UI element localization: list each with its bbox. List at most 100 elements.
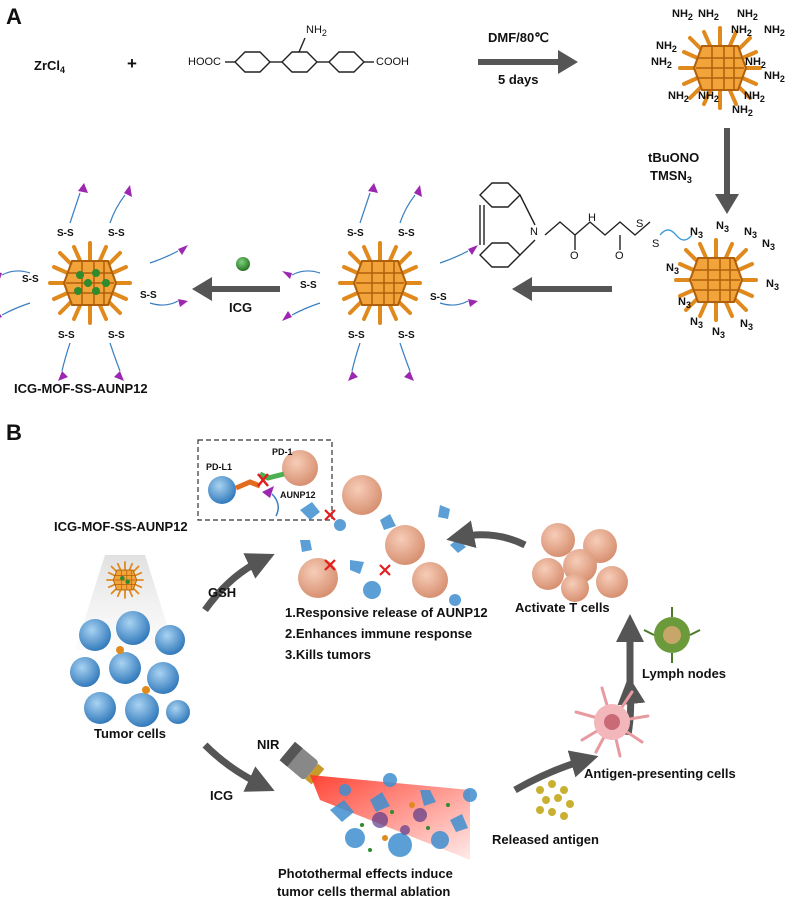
nh2-label: NH2 [651, 56, 672, 70]
nh2-label: NH2 [668, 90, 689, 104]
icg-loading-label: ICG [229, 300, 253, 315]
reaction-arrow-synthesis [478, 50, 578, 74]
photothermal-line-1: Photothermal effects induce [278, 866, 453, 881]
pd-1-receptor [258, 471, 285, 481]
icg-bead-icon [236, 257, 250, 271]
tumor-cells-cluster [70, 611, 190, 727]
disulfide-label: S-S [58, 330, 75, 341]
azidation-reagent-2: TMSN3 [650, 168, 692, 185]
disulfide-label: S-S [348, 330, 365, 341]
n3-label: N3 [740, 318, 753, 332]
azidation-reagent-1: tBuONO [648, 150, 700, 165]
disulfide-label: S-S [108, 330, 125, 341]
effect-1-text: 1.Responsive release of AUNP12 [285, 605, 488, 620]
t-cell-action-arrow [446, 520, 527, 549]
n3-label: N3 [762, 238, 775, 252]
effect-2-text: 2.Enhances immune response [285, 626, 473, 641]
synthesis-condition-solvent: DMF/80℃ [488, 30, 549, 45]
n3-label: N3 [690, 226, 703, 240]
product-label: ICG-MOF-SS-AUNP12 [14, 381, 148, 396]
lymph-nodes-label: Lymph nodes [642, 666, 727, 681]
dbco-o-atom-2: O [615, 250, 624, 262]
n3-label: N3 [712, 326, 725, 340]
n3-label: N3 [766, 278, 779, 292]
nanoparticle-icon [106, 561, 144, 599]
linker-cooh-label: COOH [376, 56, 409, 68]
dbco-s-atom-1: S [636, 218, 644, 230]
pd-1-label: PD-1 [272, 447, 293, 457]
tumor-cells-label: Tumor cells [94, 726, 167, 741]
reaction-arrow-click [512, 277, 612, 301]
pd-l1-label: PD-L1 [206, 462, 233, 472]
activate-t-cells-label: Activate T cells [515, 600, 610, 615]
nh2-label: NH2 [764, 24, 785, 38]
disulfide-label: S-S [22, 274, 39, 285]
laser-icon [279, 741, 325, 785]
binding-inset-box [197, 439, 333, 521]
disulfide-label: S-S [347, 228, 364, 239]
panel-b-label: B [6, 420, 22, 445]
ablated-tumor-cells [330, 773, 477, 857]
nh2-label: NH2 [744, 90, 765, 104]
disulfide-label: S-S [300, 280, 317, 291]
t-cell-icon [532, 523, 628, 602]
released-antigen-label: Released antigen [492, 832, 599, 847]
nh2-label: NH2 [698, 90, 719, 104]
nh2-label: NH2 [698, 8, 719, 22]
gsh-arrow [202, 553, 275, 613]
icg-mof-ss-aunp12-icon [0, 183, 188, 381]
lymph-node-icon [643, 607, 701, 663]
disulfide-label: S-S [398, 228, 415, 239]
synthesis-condition-time: 5 days [498, 72, 539, 87]
n3-label: N3 [690, 316, 703, 330]
icg-label: ICG [210, 788, 234, 803]
inset-t-cell-icon [282, 450, 318, 486]
panel-a-label: A [6, 4, 22, 29]
gsh-label: GSH [208, 585, 237, 600]
dendritic-cell-icon [574, 686, 650, 758]
nh2-label: NH2 [737, 8, 758, 22]
inset-tumor-cell-icon [208, 476, 236, 504]
release-scene [298, 475, 466, 606]
mof-peptide-framework-icon [282, 183, 478, 381]
nh2-label: NH2 [732, 104, 753, 118]
effect-3-text: 3.Kills tumors [285, 647, 371, 662]
linker-hooc-label: HOOC [188, 56, 221, 68]
dbco-s-atom-2: S [652, 238, 660, 250]
reaction-arrow-icg-loading [192, 277, 280, 301]
apc-label: Antigen-presenting cells [584, 766, 736, 781]
disulfide-label: S-S [430, 292, 447, 303]
nh2-label: NH2 [745, 56, 766, 70]
plus-sign: + [127, 54, 137, 73]
nh2-label: NH2 [764, 70, 785, 84]
pd-l1-receptor [235, 479, 261, 491]
icg-arrow [202, 742, 275, 792]
block-cross-icon [257, 473, 269, 487]
nanoparticle-label: ICG-MOF-SS-AUNP12 [54, 519, 188, 534]
disulfide-label: S-S [140, 290, 157, 301]
nir-label: NIR [257, 737, 280, 752]
aunp12-label: AUNP12 [280, 490, 316, 500]
nh2-label: NH2 [656, 40, 677, 54]
disulfide-label: S-S [108, 228, 125, 239]
n3-label: N3 [666, 262, 679, 276]
photothermal-line-2: tumor cells thermal ablation [277, 884, 451, 899]
n3-label: N3 [678, 296, 691, 310]
dbco-o-atom-1: O [570, 250, 579, 262]
disulfide-label: S-S [398, 330, 415, 341]
n3-label: N3 [716, 220, 729, 234]
reaction-arrow-azidation [715, 128, 739, 214]
nh2-label: NH2 [731, 24, 752, 38]
linker-structure [225, 37, 374, 73]
ablation-to-apc-arrow [513, 750, 599, 794]
aunp12-peptide-icon [262, 486, 274, 498]
n3-label: N3 [744, 226, 757, 240]
linker-amine-label: NH2 [306, 24, 327, 38]
dbco-linker-structure [479, 182, 693, 268]
zrcl4-label: ZrCl4 [34, 58, 66, 75]
disulfide-label: S-S [57, 228, 74, 239]
nh2-label: NH2 [672, 8, 693, 22]
dbco-h-atom: H [588, 212, 596, 224]
released-antigen-icon [536, 780, 574, 820]
